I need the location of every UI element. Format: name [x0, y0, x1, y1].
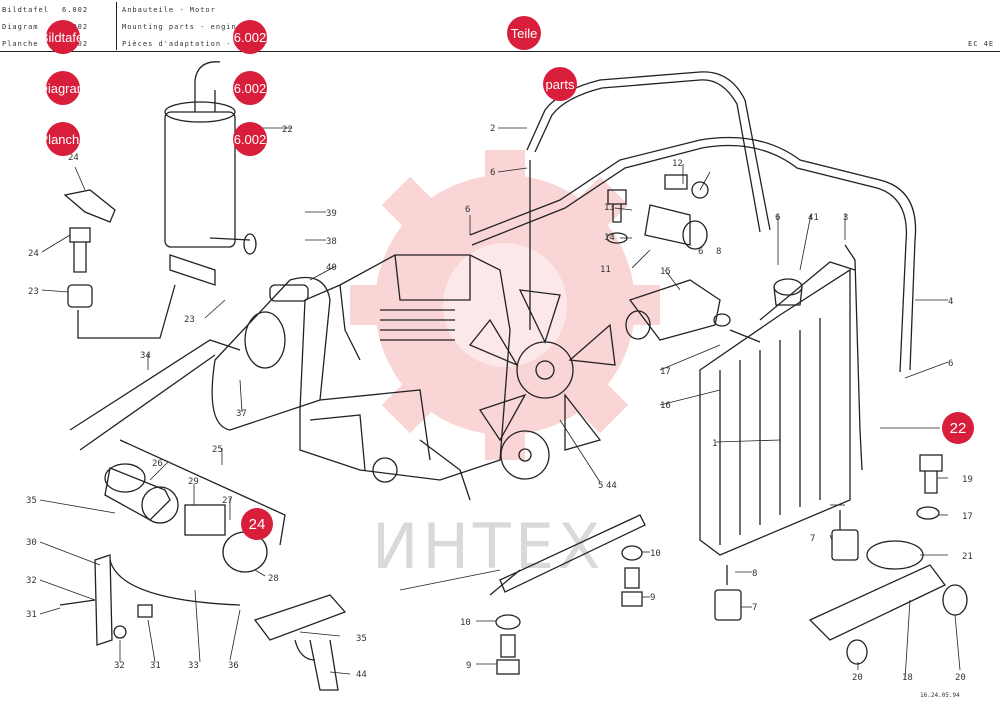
part-label: 6	[775, 213, 780, 223]
desc-english: Mounting parts - engine	[122, 23, 242, 31]
part-label: 15	[660, 267, 671, 277]
part-label: 23	[28, 287, 39, 297]
badge-bildtafel[interactable]: Bildtafel	[46, 20, 80, 54]
part-label: 20	[852, 673, 863, 683]
part-label: 25	[212, 445, 223, 455]
leader-lines	[39, 127, 961, 681]
header-separator	[116, 2, 117, 50]
lower-hose	[253, 594, 347, 691]
part-label: 17	[962, 512, 973, 522]
part-label: 29	[188, 477, 199, 487]
part-label: 33	[188, 661, 199, 671]
part-label: 9	[650, 593, 655, 603]
desc-french: Pièces d'adaptation - moteur	[122, 40, 269, 48]
badge-teile[interactable]: Teile	[507, 16, 541, 50]
crossmember	[489, 514, 646, 675]
hardware-right	[606, 174, 761, 343]
flywheel-housing	[211, 276, 331, 431]
part-label: 5	[598, 481, 603, 491]
muffler	[164, 61, 257, 286]
part-label: 31	[26, 610, 37, 620]
part-label: 18	[902, 673, 913, 683]
part-label: 32	[26, 576, 37, 586]
part-label: 35	[356, 634, 367, 644]
bracket-lower-left	[59, 554, 241, 646]
header-divider	[0, 51, 1000, 52]
badge-bildtafel-number[interactable]: 6.002	[233, 20, 267, 54]
part-label: 39	[326, 209, 337, 219]
part-label: 22	[282, 125, 293, 135]
part-label: 41	[808, 213, 819, 223]
badge-planche[interactable]: Planche	[46, 122, 80, 156]
desc-german: Anbauteile - Motor	[122, 6, 216, 14]
header-key-2: Diagram	[2, 23, 39, 31]
part-label: 12	[672, 159, 683, 169]
part-label: 32	[114, 661, 125, 671]
air-filter	[69, 339, 286, 573]
part-label: 13	[604, 203, 615, 213]
engine-block	[299, 254, 511, 501]
badge-parts[interactable]: parts	[543, 67, 577, 101]
part-label: 28	[268, 574, 279, 584]
part-label: 11	[600, 265, 611, 275]
part-label: 6	[490, 168, 495, 178]
part-label: 38	[326, 237, 337, 247]
part-label: 37	[236, 409, 247, 419]
part-label: 6	[698, 247, 703, 257]
part-label: 31	[150, 661, 161, 671]
part-label: 19	[962, 475, 973, 485]
part-label: 8	[716, 247, 721, 257]
part-label: 10	[650, 549, 661, 559]
part-label: 7	[752, 603, 757, 613]
part-label: 8	[752, 569, 757, 579]
header-key-3: Planche	[2, 40, 39, 48]
part-numbers: 1 2 3 4 44 6 6 6 6 6 7 7 8 8 9 9 10 10 1…	[26, 124, 973, 699]
part-label: 23	[184, 315, 195, 325]
part-label: 9	[466, 661, 471, 671]
part-label: 4	[948, 297, 953, 307]
part-label: 2	[490, 124, 495, 134]
part-label: 44	[356, 670, 367, 680]
header-key-1: Bildtafel	[2, 6, 49, 14]
upper-hoses	[469, 71, 917, 471]
part-label: 24	[68, 153, 79, 163]
bolt-23	[63, 189, 176, 339]
watermark-gear-hole	[443, 243, 567, 367]
sheet-code: EC 4E	[968, 40, 995, 48]
part-label: 44	[606, 481, 617, 491]
part-label: 10	[460, 618, 471, 628]
part-label: 1	[712, 439, 717, 449]
radiator	[699, 261, 856, 556]
watermark-gear	[350, 150, 660, 460]
date-stamp: 16.24.05.94	[920, 692, 960, 699]
part-label: 24	[28, 249, 39, 259]
badge-diagram[interactable]: Diagram	[46, 71, 80, 105]
part-label: 20	[955, 673, 966, 683]
part-label: 16	[660, 401, 671, 411]
line-art	[39, 61, 968, 691]
part-label: 36	[228, 661, 239, 671]
badge-planche-number[interactable]: 6.002	[233, 122, 267, 156]
part-label: 34	[140, 351, 151, 361]
part-label: 35	[26, 496, 37, 506]
badge-part-24[interactable]: 24	[241, 508, 273, 540]
badge-part-22[interactable]: 22	[942, 412, 974, 444]
part-label: 27	[222, 496, 233, 506]
part-label: 6	[948, 359, 953, 369]
part-label: 3	[843, 213, 848, 223]
part-label: 17	[660, 367, 671, 377]
part-label: 26	[152, 459, 163, 469]
lower-right-parts	[714, 454, 968, 665]
part-label: 21	[962, 552, 973, 562]
part-label: 14	[604, 233, 615, 243]
badge-diagram-number[interactable]: 6.002	[233, 71, 267, 105]
part-label: 40	[326, 263, 337, 273]
watermark-text: ИНТЕХ	[372, 510, 605, 583]
part-label: 6	[465, 205, 470, 215]
header-value-1: 6.002	[62, 6, 89, 14]
part-label: 7	[810, 534, 815, 544]
part-label: 30	[26, 538, 37, 548]
cooling-fan	[468, 289, 616, 480]
